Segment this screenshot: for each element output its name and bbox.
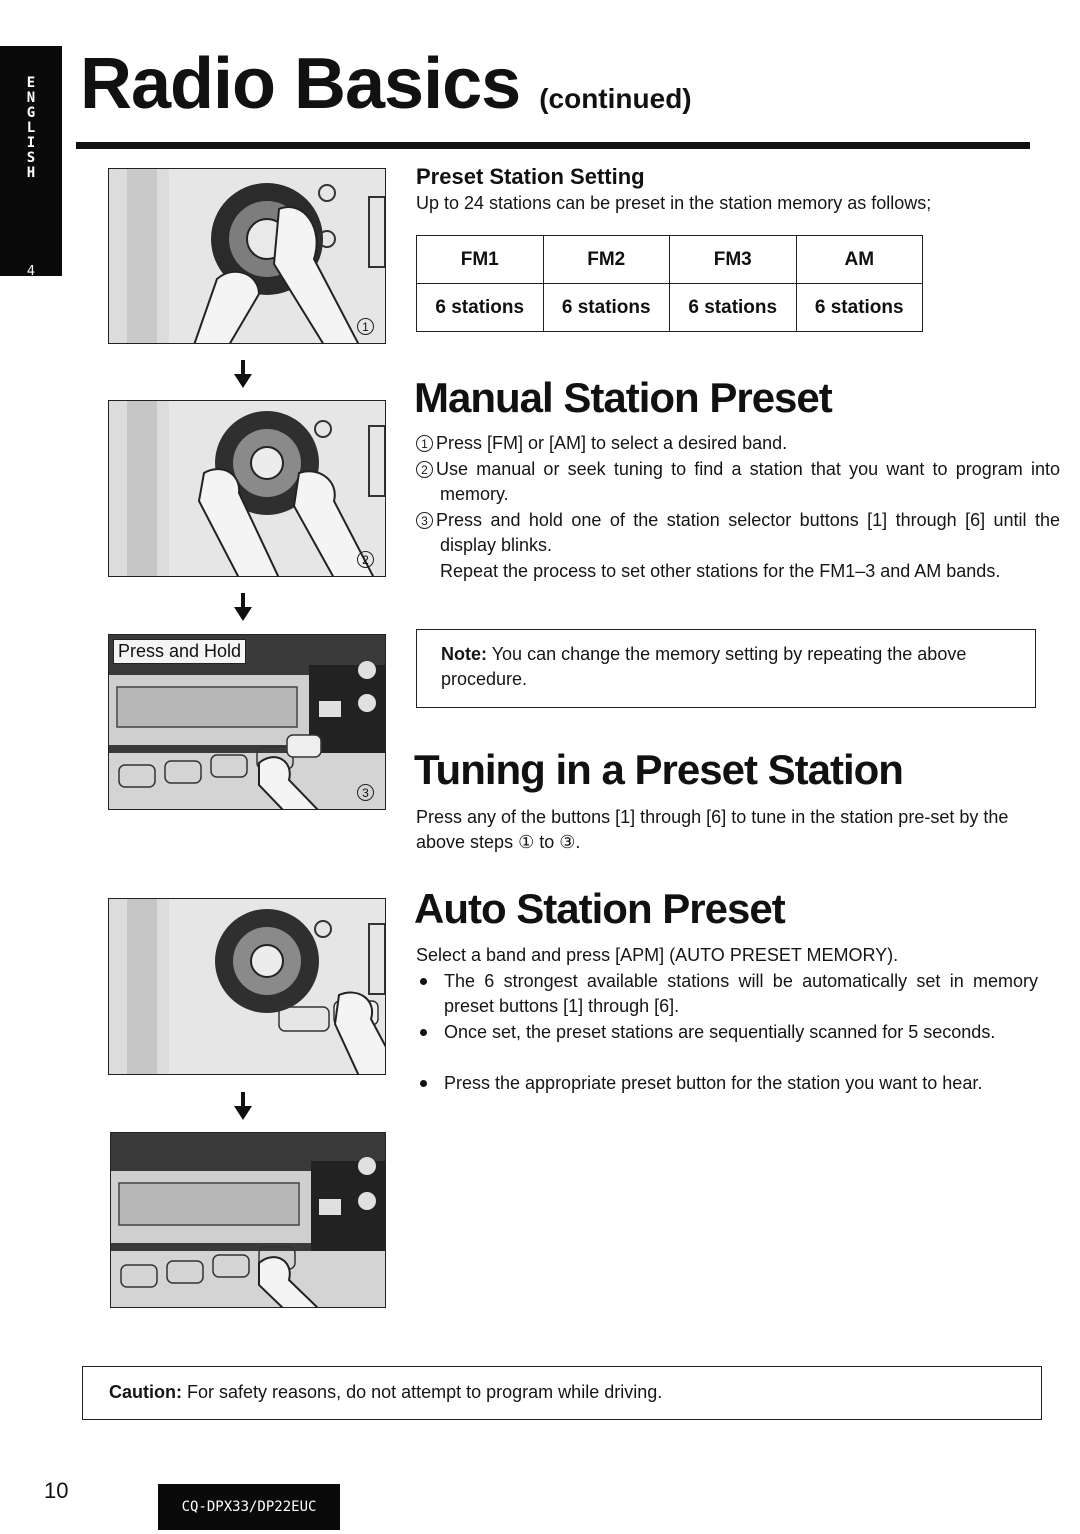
language-letters: E N G L I S H <box>0 76 62 181</box>
auto-preset-heading: Auto Station Preset <box>414 885 786 932</box>
tab-letter: I <box>26 135 36 151</box>
table-header-cell: AM <box>795 235 923 284</box>
tab-page-number: 4 <box>26 264 36 279</box>
radio-faceplate-drawing <box>109 635 385 809</box>
table-header-cell: FM1 <box>416 235 544 284</box>
marker-number: 3 <box>357 784 374 801</box>
illustration-auto-preset <box>108 898 386 1075</box>
page-title: Radio Basics (continued) <box>80 44 692 139</box>
manual-preset-heading: Manual Station Preset <box>414 374 833 421</box>
tab-letter: E <box>26 75 36 91</box>
auto-bullet-1: The 6 strongest available stations will … <box>420 969 1038 1019</box>
marker-number: 1 <box>357 318 374 335</box>
caution-content: Caution: For safety reasons, do not atte… <box>109 1380 662 1405</box>
title-rule <box>76 142 1030 149</box>
page-number: 10 <box>44 1478 69 1503</box>
tab-letter: N <box>26 90 36 106</box>
step-text: Press [FM] or [AM] to select a desired b… <box>436 433 788 453</box>
step-number: 2 <box>416 461 433 478</box>
step-marker-2: 2 <box>357 551 377 570</box>
bullet-text: The 6 strongest available stations will … <box>444 971 1038 1016</box>
down-arrow-icon <box>234 593 252 621</box>
note-text: You can change the memory setting by rep… <box>441 644 967 689</box>
tab-letter: S <box>26 150 36 166</box>
tab-letter: G <box>26 105 36 121</box>
bullet-dot <box>420 978 427 985</box>
step-marker-1: 1 <box>357 318 377 337</box>
illustration-step3: Press and Hold 3 <box>108 634 386 810</box>
band-table: FM1 FM2 FM3 AM 6 stations 6 stations 6 s… <box>416 235 923 332</box>
language-tab: E N G L I S H 4 <box>0 46 62 279</box>
tuning-text: Press any of the buttons [1] through [6]… <box>416 807 1009 852</box>
step-text: Press and hold one of the station select… <box>436 510 1060 555</box>
bullet-dot <box>420 1080 427 1087</box>
radio-unit-drawing <box>109 899 385 1074</box>
radio-faceplate-drawing <box>111 1133 385 1307</box>
note-label: Note: <box>441 644 487 664</box>
table-row: 6 stations 6 stations 6 stations 6 stati… <box>416 283 923 332</box>
table-cell: 6 stations <box>669 283 797 332</box>
note-content: Note: You can change the memory setting … <box>441 642 1021 692</box>
auto-bullet-2: Once set, the preset stations are sequen… <box>420 1020 1038 1045</box>
preset-setting-intro: Up to 24 stations can be preset in the s… <box>416 193 932 213</box>
table-cell: 6 stations <box>795 283 923 332</box>
illustration-preset-buttons <box>110 1132 386 1308</box>
table-cell: 6 stations <box>542 283 670 332</box>
down-arrow-icon <box>234 360 252 388</box>
caution-text: For safety reasons, do not attempt to pr… <box>187 1382 663 1402</box>
illustration-step1: 1 <box>108 168 386 344</box>
caution-label: Caution: <box>109 1382 182 1402</box>
marker-number: 2 <box>357 551 374 568</box>
radio-unit-drawing <box>109 401 385 576</box>
auto-preset-intro: Select a band and press [APM] (AUTO PRES… <box>416 945 899 965</box>
title-main: Radio Basics <box>80 44 521 124</box>
down-arrow-icon <box>234 1092 252 1120</box>
press-hold-label: Press and Hold <box>113 639 247 664</box>
table-header-cell: FM2 <box>542 235 670 284</box>
model-badge: CQ-DPX33/DP22EUC <box>158 1484 340 1530</box>
step-text: Use manual or seek tuning to find a stat… <box>436 459 1060 504</box>
table-header-row: FM1 FM2 FM3 AM <box>416 235 923 284</box>
illustration-step2: 2 <box>108 400 386 577</box>
bullet-text: Once set, the preset stations are sequen… <box>444 1022 996 1042</box>
manual-repeat-text: Repeat the process to set other stations… <box>440 561 1001 581</box>
tab-letter: H <box>26 165 36 181</box>
caution-box: Caution: For safety reasons, do not atte… <box>82 1366 1042 1420</box>
tab-letter: L <box>26 120 36 136</box>
bullet-dot <box>420 1029 427 1036</box>
step-marker-3: 3 <box>357 784 377 803</box>
table-header-cell: FM3 <box>669 235 797 284</box>
step-number: 1 <box>416 435 433 452</box>
radio-unit-drawing <box>109 169 385 343</box>
bullet-text: Press the appropriate preset button for … <box>444 1073 983 1093</box>
table-cell: 6 stations <box>416 283 544 332</box>
tuning-heading: Tuning in a Preset Station <box>414 746 904 793</box>
preset-setting-heading: Preset Station Setting <box>416 164 645 189</box>
note-box: Note: You can change the memory setting … <box>416 629 1036 708</box>
title-suffix: (continued) <box>539 83 692 114</box>
auto-bullet-3: Press the appropriate preset button for … <box>420 1071 1038 1096</box>
step-number: 3 <box>416 512 433 529</box>
